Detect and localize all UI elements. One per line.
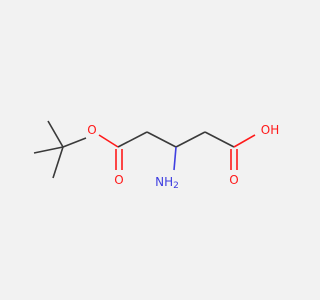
bond-acid-c-oh — [233, 134, 256, 148]
bond-ch-amine — [173, 146, 177, 171]
structure-canvas: O O NH2 OH O — [33, 120, 280, 191]
carbonyl-oxygen-label-1: O — [114, 173, 123, 187]
bond-ch2-acid-c — [204, 131, 235, 148]
acid-hydroxyl-label: OH — [261, 123, 279, 137]
bond-methyl-bottom — [52, 146, 64, 179]
amine-nh-text: NH — [155, 175, 173, 189]
amine-label: NH2 — [155, 175, 179, 191]
bond-ester-c-ch2 — [117, 131, 148, 148]
bond-methyl-top — [47, 120, 64, 148]
ester-oxygen-label: O — [87, 123, 96, 137]
bond-ch-ch2 — [175, 131, 206, 148]
molecule-diagram: O O NH2 OH O — [33, 120, 279, 191]
carbonyl-oxygen-label-2: O — [229, 173, 238, 187]
bond-quaternary-c-o — [62, 137, 87, 148]
bond-ester-o-c — [98, 134, 119, 148]
bond-ch2-ch — [146, 131, 177, 148]
amine-subscript: 2 — [173, 181, 179, 191]
bond-methyl-left — [33, 146, 64, 154]
